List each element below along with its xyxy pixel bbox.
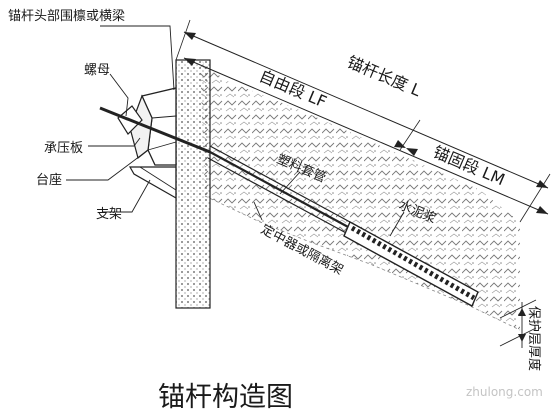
soil-mass (200, 60, 520, 330)
leader-nut (109, 73, 129, 117)
label-head-beam: 锚杆头部围檩或横梁 (8, 9, 125, 24)
figure-caption: 锚杆构造图 (158, 382, 293, 413)
label-nut: 螺母 (84, 63, 110, 78)
grout-body (343, 221, 479, 307)
support-bracket (128, 166, 177, 200)
extension-line-wall (175, 19, 191, 61)
tendon-head (139, 122, 211, 154)
extension-line-end (519, 173, 551, 223)
leader-head-beam (100, 25, 175, 91)
seat-inner-lines (147, 115, 177, 151)
dim-section-line (183, 57, 549, 215)
label-bracket: 支架 (96, 207, 122, 222)
extension-line-mid (399, 119, 421, 151)
label-protective-layer: 保护层厚度 (526, 306, 542, 371)
rod-stub (99, 106, 141, 126)
soil-surface (204, 195, 521, 331)
retaining-wall (175, 59, 211, 309)
bracket-brace (139, 166, 177, 191)
sleeve-lower (207, 157, 349, 235)
label-base: 台座 (36, 173, 62, 188)
leader-bracket (102, 179, 151, 213)
label-bearing-plate: 承压板 (44, 141, 83, 156)
dim-total-line (183, 31, 549, 189)
leader-grout (389, 211, 405, 237)
leader-sleeve (279, 171, 301, 195)
protect-dim-arrows (518, 308, 526, 342)
leader-base (66, 149, 149, 181)
leader-centralizer (253, 201, 263, 221)
leader-bearing-plate (88, 137, 141, 147)
watermark: zhulong.com (466, 385, 543, 399)
sleeve-upper (209, 145, 351, 223)
protect-ext-2 (499, 327, 537, 347)
bearing-plate (129, 94, 153, 160)
label-anchor-length: 锚杆长度 L (344, 52, 423, 100)
protect-ext-1 (499, 299, 537, 319)
tendon-free (209, 151, 351, 229)
